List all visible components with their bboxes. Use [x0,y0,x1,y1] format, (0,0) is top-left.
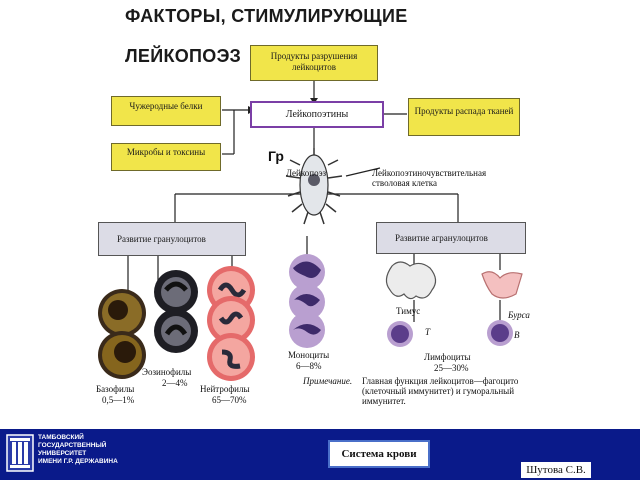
bursa-icon [481,271,523,299]
eosinophil-cell-1 [154,270,198,314]
monocyte-cell-3 [289,312,325,348]
monocytes-percent: 6—8% [296,361,322,371]
overlay-leukopoiesis-label: Лейкопоэз [286,168,327,178]
slide-title-line2: ЛЕЙКОПОЭЗ [125,46,242,66]
university-name: ТАМБОВСКИЙ ГОСУДАРСТВЕННЫЙ УНИВЕРСИТЕТ И… [38,434,118,465]
b-lymphocyte-label: B [514,330,520,340]
monocyte-cell-2 [289,284,325,320]
box-tissue-breakdown-products: Продукты распада тканей [408,98,520,136]
box-microbes-toxins: Микробы и токсины [111,143,221,171]
eosinophil-cell-2 [154,309,198,353]
overlay-gr-label: Гр [268,148,284,164]
note-text: Главная функция лейкоцитов—фагоцито (кле… [362,376,519,406]
slide-title-line1: ФАКТОРЫ, СТИМУЛИРУЮЩИЕ [125,6,408,26]
box-granulocyte-development: Развитие гранулоцитов [98,222,246,256]
basophils-label: Базофилы [96,384,135,394]
note-label: Примечание. [303,376,353,386]
b-lymphocyte-cell [487,320,513,346]
box-leukocyte-breakdown-label: Продукты разрушения лейкоцитов [270,51,358,72]
t-lymphocyte-label: T [425,327,431,337]
basophil-cell-2 [98,331,146,379]
basophils-percent: 0,5—1% [102,395,135,405]
lymphocytes-label: Лимфоциты [424,352,471,362]
basophil-cell-1 [98,289,146,337]
eosinophils-label: Эозинофилы [142,367,192,377]
university-emblem-icon [6,434,34,472]
university-logo [6,434,156,476]
box-foreign-proteins: Чужеродные белки [111,96,221,126]
box-leukopoietins: Лейкопоэтины [250,101,384,128]
box-foreign-proteins-label: Чужеродные белки [129,101,203,111]
author-name: Шутова С.В. [521,462,591,478]
box-tissue-breakdown-label: Продукты распада тканей [414,106,514,116]
bursa-label: Бурса [508,310,530,320]
box-leukopoietins-label: Лейкопоэтины [285,109,349,120]
t-lymphocyte-cell [387,321,413,347]
neutrophils-percent: 65—70% [212,395,247,405]
eosinophils-percent: 2—4% [162,378,188,388]
granulocyte-development-label: Развитие гранулоцитов [117,234,206,244]
stem-cell-label: Лейкопоэтиночувствительная стволовая кле… [372,168,487,188]
stem-cell-icon [285,148,343,225]
box-microbes-toxins-label: Микробы и токсины [126,147,206,157]
box-agranulocyte-development: Развитие агранулоцитов [376,222,526,254]
thymus-label: Тимус [396,306,421,316]
lymphocytes-percent: 25—30% [434,363,469,373]
agranulocyte-development-label: Развитие агранулоцитов [395,233,488,243]
box-leukocyte-breakdown-products: Продукты разрушения лейкоцитов [250,45,378,81]
monocyte-cell-1 [289,254,325,290]
system-title-box: Система крови [328,440,430,468]
thymus-icon [385,261,437,300]
neutrophil-cell-2 [207,296,255,344]
neutrophil-cell-3 [207,333,255,381]
neutrophils-label: Нейтрофилы [200,384,250,394]
monocytes-label: Моноциты [288,350,330,360]
